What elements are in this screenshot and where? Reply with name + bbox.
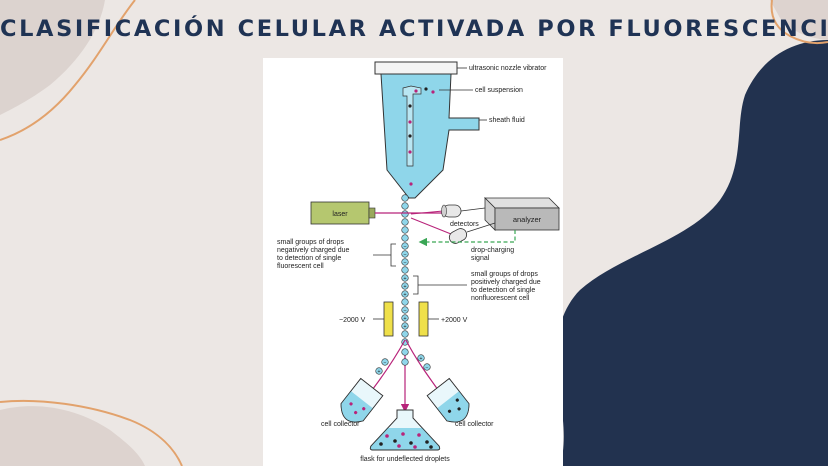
cell-collector-left-label: cell collector: [321, 421, 360, 428]
svg-text:+: +: [420, 356, 423, 362]
sample-tube: [402, 85, 422, 167]
droplet: [401, 226, 409, 234]
positive-label-2: positively charged due: [471, 279, 541, 286]
droplet: [401, 210, 409, 218]
droplet: [401, 258, 409, 266]
charged-droplets-center: [401, 348, 409, 366]
cell-collector-right-tube: [426, 377, 470, 423]
positive-label-4: nonfluorescent cell: [471, 295, 530, 302]
drop-charging-signal-line: [418, 230, 516, 247]
nozzle-label: ultrasonic nozzle vibrator: [469, 65, 547, 72]
droplet: [401, 242, 409, 250]
droplet-charge-sign: −: [403, 308, 406, 314]
detector-cable-bottom: [466, 222, 496, 233]
droplet-charge-sign: +: [403, 284, 406, 290]
charged-droplets-left: − +: [375, 358, 389, 375]
flask-cells: [379, 432, 433, 449]
orange-curve-top-right: [770, 0, 828, 45]
droplet-charge-sign: −: [403, 260, 406, 266]
drop-charging-label-2: signal: [471, 255, 490, 262]
droplet: [401, 298, 409, 306]
laser-label: laser: [332, 211, 348, 218]
sheath-fluid-label: sheath fluid: [489, 117, 525, 124]
orange-curve-top-left: [0, 0, 136, 141]
negative-bracket: [373, 243, 396, 267]
droplet: [401, 202, 409, 210]
droplet: [401, 314, 409, 322]
cell-suspension-label: cell suspension: [475, 87, 523, 94]
cells-in-nozzle: [408, 87, 435, 186]
negative-label-2: negatively charged due: [277, 247, 349, 254]
detector-cable-top: [460, 207, 486, 212]
positive-label-3: to detection of single: [471, 287, 535, 294]
droplet: [401, 290, 409, 298]
droplet: [401, 250, 409, 258]
droplet: [401, 218, 409, 226]
flask-label: flask for undeflected droplets: [360, 456, 450, 463]
diagram-panel: −−−+++−++ laser detectors analyzer drop-…: [263, 58, 563, 466]
droplet: [401, 194, 409, 202]
droplet-charge-sign: +: [403, 276, 406, 282]
voltage-left-label: −2000 V: [339, 317, 366, 324]
drop-charging-label-1: drop-charging: [471, 247, 514, 254]
laser-output: [368, 207, 376, 219]
svg-text:+: +: [378, 369, 381, 375]
detector-beam: [410, 210, 444, 215]
droplet: [401, 266, 409, 274]
detector-beam-2: [410, 217, 452, 235]
deflection-plate-left: [383, 301, 394, 337]
svg-text:−: −: [384, 360, 387, 366]
analyzer-label: analyzer: [513, 215, 542, 224]
droplet: [401, 234, 409, 242]
cell-collector-right-label: cell collector: [455, 421, 494, 428]
negative-label-4: fluorescent cell: [277, 263, 324, 270]
droplet: [401, 322, 409, 330]
detector-bottom: [448, 228, 468, 244]
cell-collector-left-tube: [340, 377, 384, 423]
negative-label-3: to detection of single: [277, 255, 341, 262]
droplet: [401, 274, 409, 282]
gray-blob-top-left: [0, 0, 105, 115]
droplet: [401, 330, 409, 338]
deflected-path-left: [367, 339, 406, 396]
gray-blob-top-right: [770, 0, 828, 40]
analyzer-unit: analyzer: [484, 197, 560, 231]
positive-bracket: [413, 275, 467, 295]
droplet: [401, 306, 409, 314]
deflection-plate-right: [418, 301, 429, 337]
droplet: [401, 282, 409, 290]
gray-blob-bottom-left: [0, 406, 145, 466]
positive-label-1: small groups of drops: [471, 271, 538, 278]
negative-label-1: small groups of drops: [277, 239, 344, 246]
svg-text:−: −: [426, 365, 429, 371]
detector-top: [441, 204, 462, 218]
droplet-charge-sign: +: [403, 292, 406, 298]
nozzle: [374, 61, 480, 199]
droplet-stream: − − − + + + − + +: [401, 194, 409, 346]
nozzle-vibrator-cap: [374, 61, 458, 75]
droplet-charge-sign: −: [403, 244, 406, 250]
voltage-right-label: +2000 V: [441, 317, 468, 324]
orange-curve-bottom-left: [0, 399, 183, 466]
slide-title: CLASIFICACIÓN CELULAR ACTIVADA POR FLUOR…: [0, 16, 828, 42]
droplet-charge-sign: +: [403, 316, 406, 322]
detectors-label: detectors: [450, 221, 479, 228]
undeflected-flask: [369, 409, 441, 451]
navy-blob-shape: [555, 40, 828, 466]
nozzle-body: [380, 73, 480, 199]
cell-sorter-diagram: −−−+++−++ laser detectors analyzer drop-…: [277, 61, 560, 463]
charged-droplets-right: + −: [417, 354, 431, 371]
droplet-charge-sign: +: [403, 324, 406, 330]
droplet-charge-sign: −: [403, 252, 406, 258]
laser-unit: laser: [310, 201, 376, 225]
